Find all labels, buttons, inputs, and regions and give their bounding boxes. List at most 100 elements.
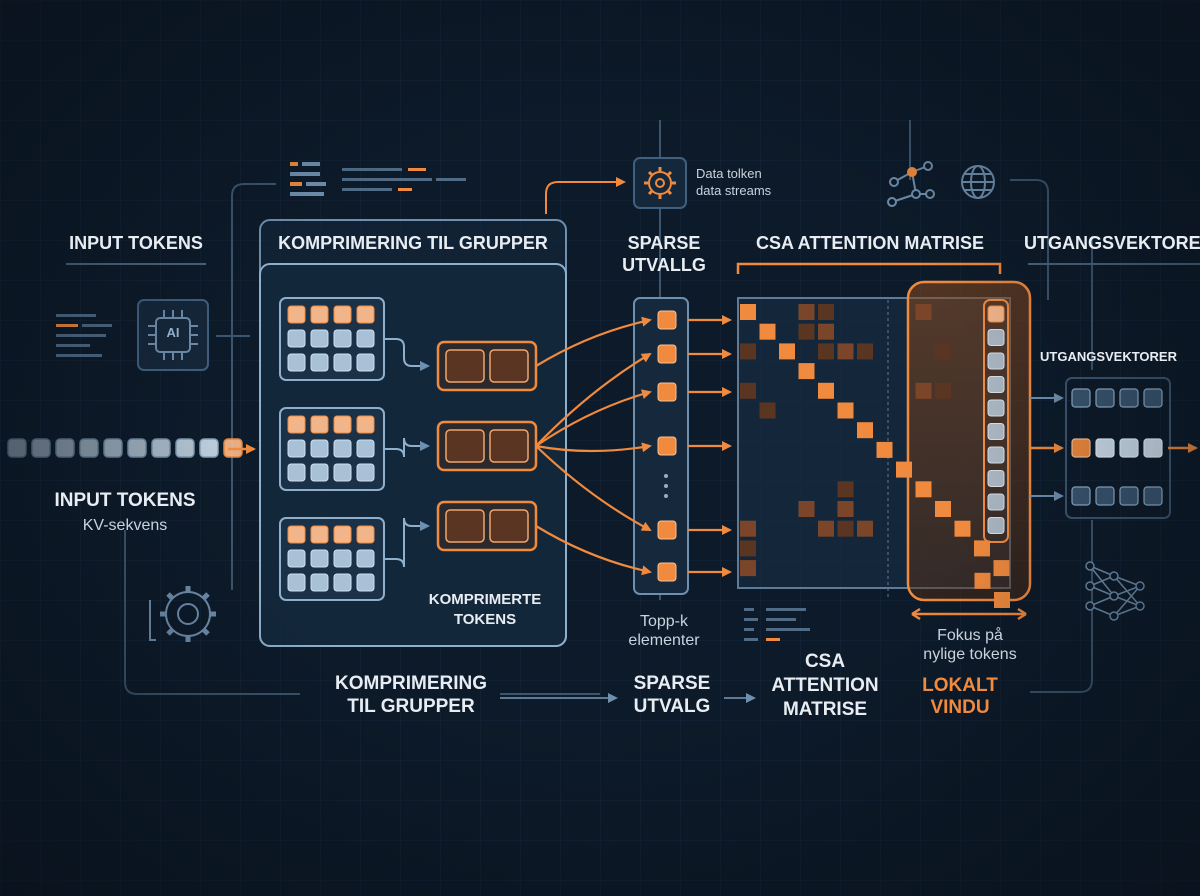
compressed-tokens — [436, 340, 538, 552]
output-token — [1119, 438, 1139, 458]
matrix-cell — [740, 520, 756, 537]
matrix-cell — [915, 304, 932, 320]
group-token — [310, 353, 329, 372]
group-token — [333, 329, 352, 348]
matrix-cell-diagonal — [954, 520, 971, 537]
sparse-token — [657, 436, 677, 456]
compressed-cell — [445, 429, 485, 463]
focus-label-2: nylige tokens — [923, 646, 1017, 663]
input-tokens-top-label: INPUT TOKENS — [69, 233, 203, 253]
matrix-cell — [837, 343, 854, 360]
matrix-cell — [837, 520, 854, 537]
compressed-label-2: TOKENS — [453, 611, 517, 628]
matrix-cell — [759, 402, 776, 419]
group-token — [310, 463, 329, 482]
compression-title: KOMPRIMERING TIL GRUPPER — [278, 233, 548, 253]
matrix-cell — [837, 501, 854, 517]
matrix-cell — [740, 560, 756, 577]
output-token — [1119, 388, 1139, 408]
output-token — [1071, 486, 1091, 506]
flow-step2-line1: SPARSE — [633, 673, 711, 694]
group-token — [333, 573, 352, 592]
output-token — [1143, 438, 1163, 458]
group-token — [356, 305, 375, 324]
group-token — [287, 549, 306, 568]
matrix-cell — [935, 343, 951, 360]
matrix-cell — [740, 343, 756, 360]
flow-step4-line2: VINDU — [930, 697, 990, 718]
topk-label-2: elementer — [628, 632, 700, 649]
gear-icon — [633, 157, 687, 209]
compressed-cell — [445, 509, 485, 543]
output-side-label: UTGANGSVEKTORER — [1040, 349, 1177, 364]
matrix-cell-diagonal — [915, 481, 932, 498]
compressed-cell — [489, 429, 529, 463]
flow-step3-line1: CSA — [804, 651, 846, 672]
group-token — [287, 415, 306, 434]
focus-label-1: Fokus på — [937, 627, 1003, 644]
matrix-cell-diagonal — [818, 382, 834, 399]
matrix-cell-diagonal — [974, 572, 991, 589]
matrix-cell — [798, 304, 815, 320]
input-token — [55, 438, 75, 458]
matrix-cell — [935, 382, 951, 399]
group-token — [310, 439, 329, 458]
window-token — [987, 305, 1005, 323]
group-token — [356, 415, 375, 434]
group-token — [356, 353, 375, 372]
output-token — [1095, 486, 1115, 506]
group-token — [287, 573, 306, 592]
group-token — [310, 415, 329, 434]
topk-label-1: Topp-k — [639, 613, 689, 630]
input-tokens-label: INPUT TOKENS — [54, 490, 196, 511]
group-token — [287, 353, 306, 372]
sparse-title-1: SPARSE — [627, 233, 701, 253]
matrix-cell-diagonal — [935, 501, 951, 517]
output-token — [1143, 388, 1163, 408]
window-token — [987, 493, 1005, 511]
group-token — [287, 463, 306, 482]
output-token — [1095, 438, 1115, 458]
matrix-cell-diagonal — [974, 540, 990, 557]
output-top-label: UTGANGSVEKTORER — [1024, 233, 1200, 253]
group-token — [310, 329, 329, 348]
matrix-cell — [798, 323, 815, 340]
data-label-1: Data tolken — [696, 166, 762, 181]
matrix-cell — [798, 501, 815, 517]
sparse-token — [657, 562, 677, 582]
matrix-cell — [837, 481, 854, 498]
group-token — [333, 305, 352, 324]
group-token — [356, 549, 375, 568]
output-token — [1119, 486, 1139, 506]
window-token — [987, 376, 1005, 393]
output-token — [1071, 438, 1091, 458]
input-token — [151, 438, 171, 458]
input-token — [127, 438, 147, 458]
group-token — [310, 305, 329, 324]
group-token — [333, 463, 352, 482]
flow-step2-line2: UTVALG — [633, 696, 711, 717]
group-token — [356, 525, 375, 544]
output-token — [1143, 486, 1163, 506]
compressed-cell — [489, 509, 529, 543]
input-token — [103, 438, 123, 458]
matrix-cell-diagonal — [857, 422, 873, 439]
matrix-cell — [857, 343, 873, 360]
matrix-cell — [818, 323, 834, 340]
group-token — [356, 439, 375, 458]
input-token — [175, 438, 195, 458]
matrix-cell — [857, 520, 873, 537]
sparse-token — [657, 382, 677, 402]
output-token — [1071, 388, 1091, 408]
csa-title: CSA ATTENTION MATRISE — [756, 233, 984, 253]
matrix-cell-diagonal — [837, 402, 854, 419]
sparse-title-2: UTVALLG — [622, 255, 706, 275]
group-token — [287, 525, 306, 544]
flow-step1-line1: KOMPRIMERING — [335, 673, 487, 694]
input-token — [31, 438, 51, 458]
group-token — [333, 353, 352, 372]
group-token — [287, 329, 306, 348]
group-token — [310, 549, 329, 568]
window-token — [987, 517, 1005, 534]
